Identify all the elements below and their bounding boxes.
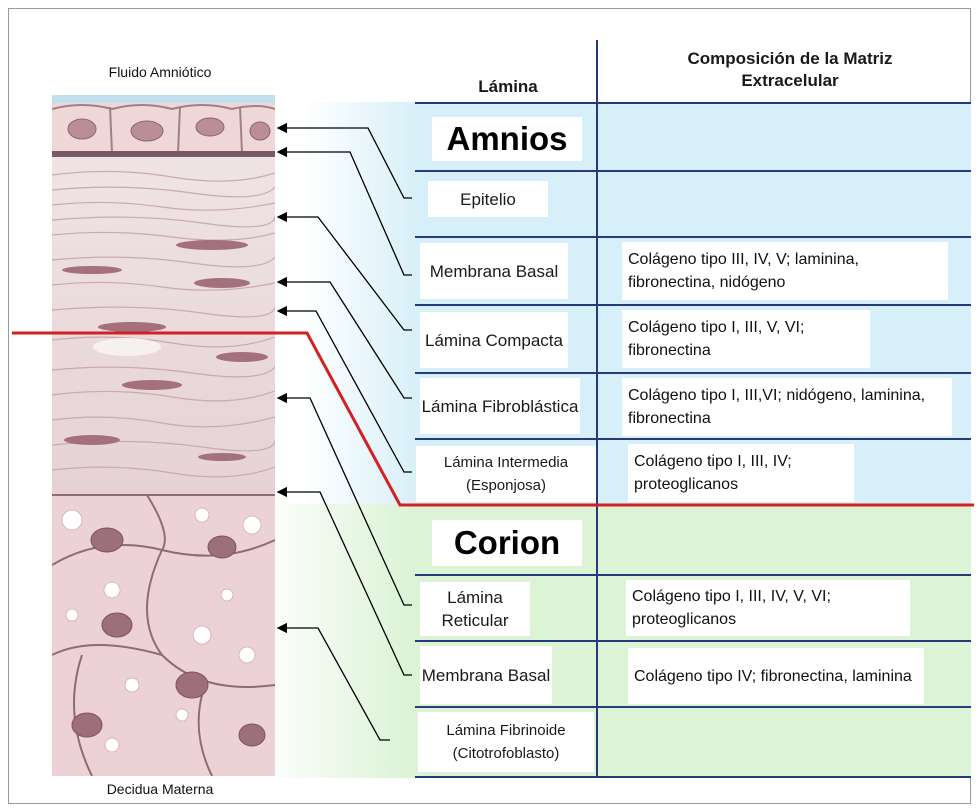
row-line (415, 304, 971, 306)
layer-name-epitelio: Epitelio (428, 181, 548, 217)
layer-name-lamina-intermedia: Lámina Intermedia (Esponjosa) (416, 446, 596, 502)
composition-column-header: Composición de la Matriz Extracelular (640, 48, 940, 92)
layer-name-membrana-basal-amnion: Membrana Basal (420, 243, 568, 299)
amnion-title: Amnios (432, 117, 582, 161)
layer-name-lamina-reticular: Lámina Reticular (420, 582, 530, 636)
chorion-title: Corion (432, 520, 582, 566)
histology-illustration (52, 95, 275, 776)
row-line (415, 776, 971, 778)
layer-column-header: Lámina (418, 76, 598, 98)
composition-lamina-reticular: Colágeno tipo I, III, IV, V, VI; proteog… (626, 580, 910, 636)
layer-name-membrana-basal-chorion: Membrana Basal (420, 646, 552, 704)
composition-membrana-basal-amnion: Colágeno tipo III, IV, V; laminina, fibr… (622, 242, 948, 300)
composition-lamina-fibroblastica: Colágeno tipo I, III,VI; nidógeno, lamin… (622, 378, 952, 436)
layer-name-lamina-fibrinoide: Lámina Fibrinoide (Citotrofoblasto) (418, 712, 594, 772)
row-line (415, 574, 971, 576)
composition-lamina-compacta: Colágeno tipo I, III, V, VI; fibronectin… (622, 310, 870, 368)
row-line (415, 170, 971, 172)
row-line (415, 640, 971, 642)
row-line (415, 236, 971, 238)
amnion-region-fade (303, 102, 423, 504)
composition-lamina-intermedia: Colágeno tipo I, III, IV; proteoglicanos (628, 444, 854, 502)
basement-membrane (52, 151, 275, 157)
layer-name-lamina-compacta: Lámina Compacta (420, 312, 568, 368)
column-divider (596, 40, 598, 778)
row-line (415, 372, 971, 374)
amniotic-fluid-label: Fluido Amniótico (60, 64, 260, 80)
row-line (415, 706, 971, 708)
layer-name-lamina-fibroblastica: Lámina Fibroblástica (420, 378, 580, 434)
chorion-region-fade (260, 504, 410, 778)
row-line (415, 102, 971, 104)
spongy-gap (93, 338, 161, 356)
maternal-decidua-label: Decidua Materna (60, 781, 260, 797)
row-line (415, 438, 971, 440)
composition-membrana-basal-chorion: Colágeno tipo IV; fibronectina, laminina (628, 648, 924, 704)
